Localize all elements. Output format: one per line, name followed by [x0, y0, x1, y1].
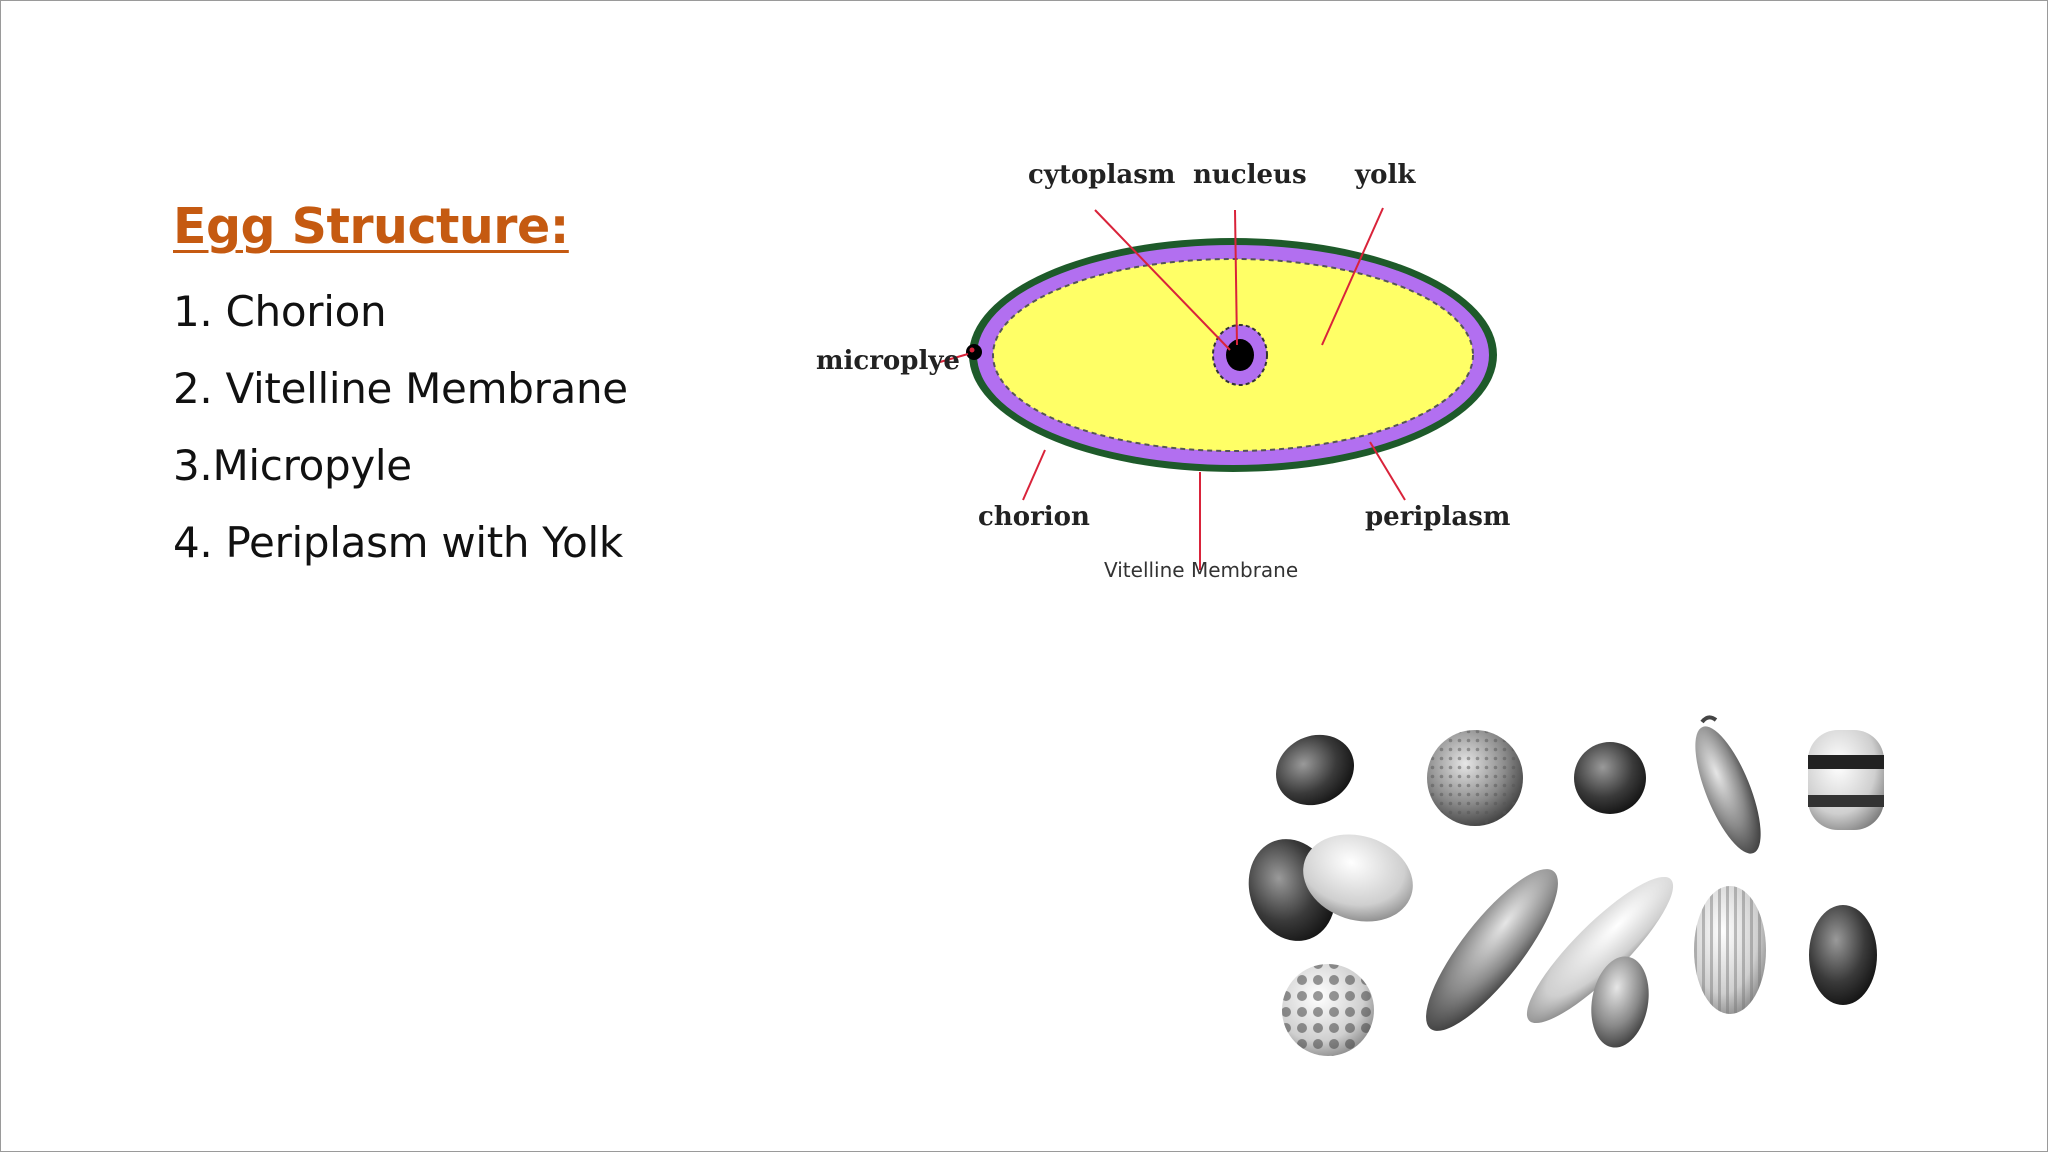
- list-item-chorion: 1. Chorion: [173, 287, 387, 336]
- label-nucleus: nucleus: [1193, 160, 1307, 190]
- insect-eggs-graphic: [1248, 715, 1884, 1056]
- insect-eggs-illustration: [1230, 700, 1910, 1080]
- label-vitelline-membrane: Vitelline Membrane: [1104, 558, 1299, 582]
- label-microplye: microplye: [816, 346, 960, 376]
- egg-small-oval: [1591, 956, 1649, 1048]
- egg-pair-front: [1303, 834, 1413, 922]
- label-chorion: chorion: [978, 502, 1090, 532]
- egg-elongated-curved: [1695, 726, 1761, 854]
- structure-list: 1. Chorion 2. Vitelline Membrane 3.Micro…: [173, 283, 628, 591]
- egg-banded-barrel: [1808, 730, 1884, 830]
- egg-long-spindle: [1426, 869, 1558, 1031]
- egg-diagram-graphic: [939, 207, 1497, 570]
- slide-title: Egg Structure:: [173, 198, 569, 255]
- egg-long-pale: [1526, 876, 1674, 1024]
- label-periplasm: periplasm: [1365, 502, 1511, 532]
- list-item-periplasm-yolk: 4. Periplasm with Yolk: [173, 518, 623, 567]
- egg-ribbed-dark: [1809, 905, 1877, 1005]
- egg-diagram: cytoplasm nucleus yolk microplye chorion…: [800, 150, 1520, 590]
- pointer-lines: [939, 207, 1406, 570]
- vitelline-membrane-line: [992, 258, 1474, 452]
- egg-small-round: [1574, 742, 1646, 814]
- list-item-vitelline-membrane: 2. Vitelline Membrane: [173, 364, 628, 413]
- label-yolk: yolk: [1355, 160, 1416, 190]
- label-cytoplasm: cytoplasm: [1028, 160, 1176, 190]
- egg-dark-oval: [1276, 734, 1354, 806]
- micropyle-dot: [966, 344, 982, 360]
- nucleus: [1226, 339, 1254, 371]
- list-item-micropyle: 3.Micropyle: [173, 441, 412, 490]
